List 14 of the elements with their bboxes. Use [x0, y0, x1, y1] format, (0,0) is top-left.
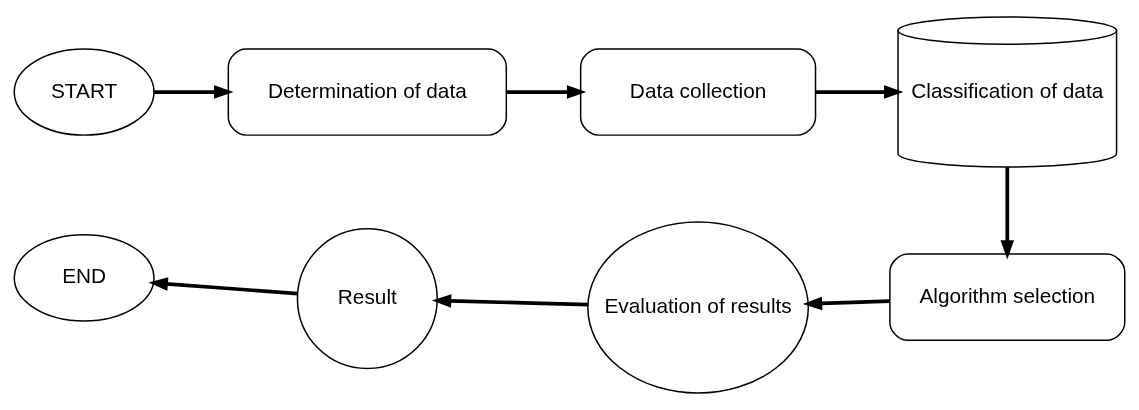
arrow [1000, 167, 1015, 260]
node-ellipse: START [13, 48, 155, 136]
arrow [431, 294, 589, 308]
arrow [506, 85, 587, 99]
node-box: Determination of data [227, 48, 508, 136]
node-ellipse: END [13, 234, 155, 322]
arrow [802, 296, 890, 311]
arrow [148, 277, 298, 296]
node-circle: Result [296, 228, 438, 370]
node-box: Algorithm selection [889, 253, 1126, 342]
arrow [154, 85, 234, 99]
node-box: Data collection [579, 48, 817, 136]
arrow [815, 85, 904, 99]
node-ellipse: Evaluation of results [587, 221, 810, 394]
